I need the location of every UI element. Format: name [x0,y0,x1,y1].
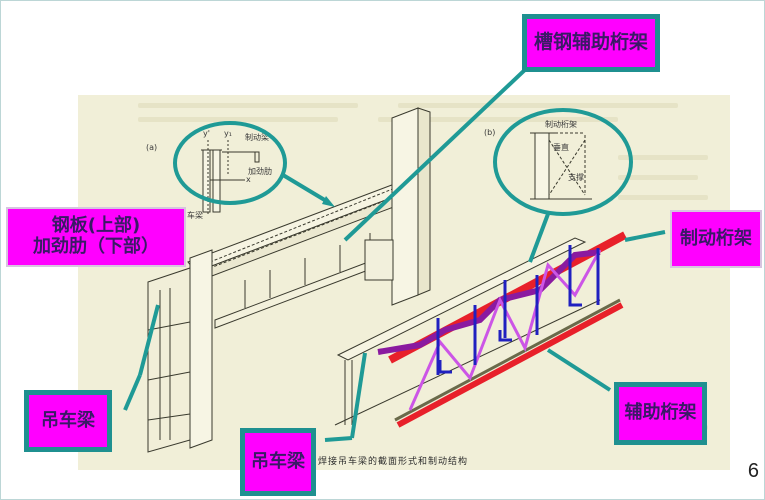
panel-b-tag: (b) [484,128,495,137]
crane-girder-3d-drawing [147,107,431,453]
label-aux-truss: 辅助桁架 [614,382,707,445]
faded-text-line [618,175,698,180]
label-vertical: 垂直 [553,142,569,152]
faded-text-line [378,117,618,122]
panel-a-tag: (a) [146,143,157,152]
label-stiffener-text: 加劲肋（下部） [33,236,159,257]
axis-y-prime: y' [203,129,210,138]
label-crane-beam-bottom-text: 吊车梁 [251,450,305,472]
label-brake-truss-text: 制动桁架 [680,227,752,249]
axis-x: x [246,175,251,184]
panel-a-section-inset [201,140,260,215]
label-crane-beam-left: 吊车梁 [24,390,112,452]
truss-drawing [334,231,627,428]
label-steel-plate-text: 钢板(上部) [51,215,141,237]
panel-b-section-inset [530,132,592,200]
label-support: 支撑 [568,172,584,182]
label-channel-aux-truss-text: 槽钢辅助桁架 [533,31,648,54]
faded-text-line [138,103,358,108]
label-crane-beam-bottom: 吊车梁 [240,428,316,496]
axis-y1: y₁ [224,129,232,138]
figure-caption: 焊接吊车梁的截面形式和制动结构 [318,457,469,467]
label-brake-truss-b: 制动桁架 [545,119,577,129]
callout-lines [123,46,666,442]
label-steel-plate-stiffener: 钢板(上部) 加劲肋（下部） [6,207,186,267]
label-aux-truss-text: 辅助桁架 [624,402,697,424]
faded-text-line [138,117,338,122]
faded-text-line [618,155,708,160]
faded-text-line [398,103,678,108]
label-brake-truss: 制动桁架 [670,210,762,268]
page-number: 6 [747,460,759,482]
label-stiffener: 加劲肋 [248,166,272,176]
faded-text-line [618,195,708,200]
label-crane-beam-left-text: 吊车梁 [41,409,95,431]
label-crane-beam-a: 车梁 [187,210,203,220]
label-channel-aux-truss: 槽钢辅助桁架 [522,14,660,72]
label-brake-beam: 制动梁 [245,132,269,142]
